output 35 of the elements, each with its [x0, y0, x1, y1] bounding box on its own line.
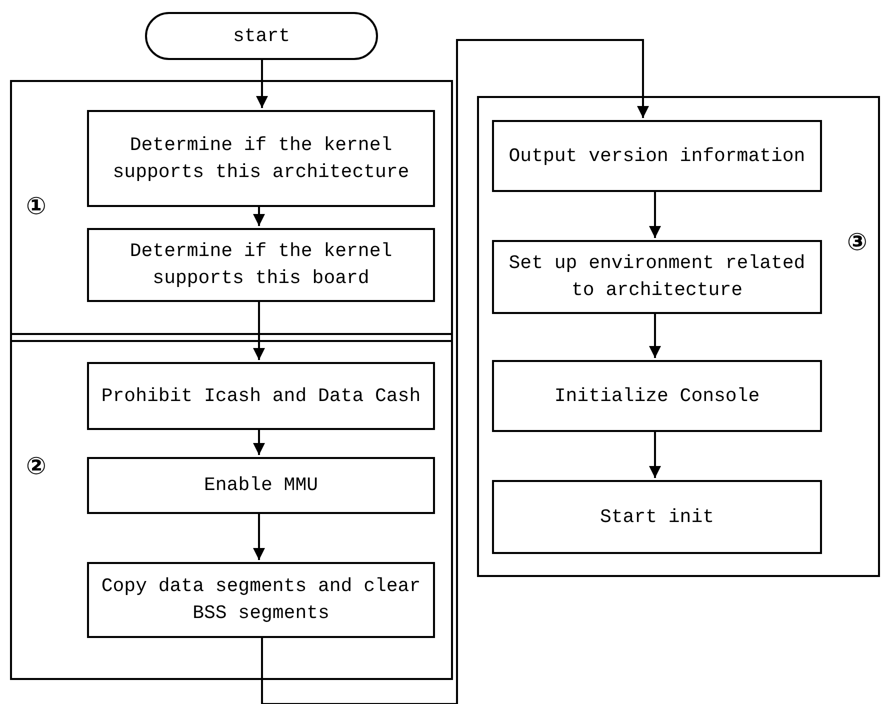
process-box — [87, 362, 435, 430]
step-text: Set up environment related to architecture — [508, 251, 806, 303]
step-text: Determine if the kernel supports this board — [128, 239, 394, 291]
arrow — [253, 512, 265, 560]
process-box — [492, 480, 822, 554]
step-text: Prohibit Icash and Data Cash — [100, 384, 422, 409]
process-box — [87, 110, 435, 207]
step-text: Output version information — [508, 144, 806, 169]
process-box — [492, 360, 822, 432]
process-box — [87, 457, 435, 514]
step-text: Determine if the kernel supports this architecture — [112, 132, 410, 184]
process-box — [492, 240, 822, 314]
arrow — [261, 39, 649, 704]
arrow — [253, 300, 265, 360]
group-frame — [477, 96, 880, 577]
arrow — [649, 430, 661, 478]
step-text: Start init — [598, 504, 716, 530]
step-number: ① — [26, 192, 46, 220]
arrow — [253, 205, 265, 226]
step-number: ② — [26, 452, 46, 480]
step-text: Copy data segments and clear BSS segments — [100, 574, 422, 626]
step-text: Initialize Console — [553, 384, 761, 409]
group-frame — [10, 333, 453, 680]
arrow — [649, 312, 661, 358]
process-box — [87, 228, 435, 302]
arrow — [253, 428, 265, 455]
step-number: ③ — [847, 228, 868, 256]
terminal-shape — [145, 12, 378, 60]
step-text: Enable MMU — [202, 473, 320, 498]
step-text: start — [232, 24, 291, 49]
process-box — [492, 120, 822, 192]
arrow — [256, 60, 268, 108]
arrow — [649, 190, 661, 238]
process-box — [87, 562, 435, 638]
group-frame — [10, 80, 453, 342]
